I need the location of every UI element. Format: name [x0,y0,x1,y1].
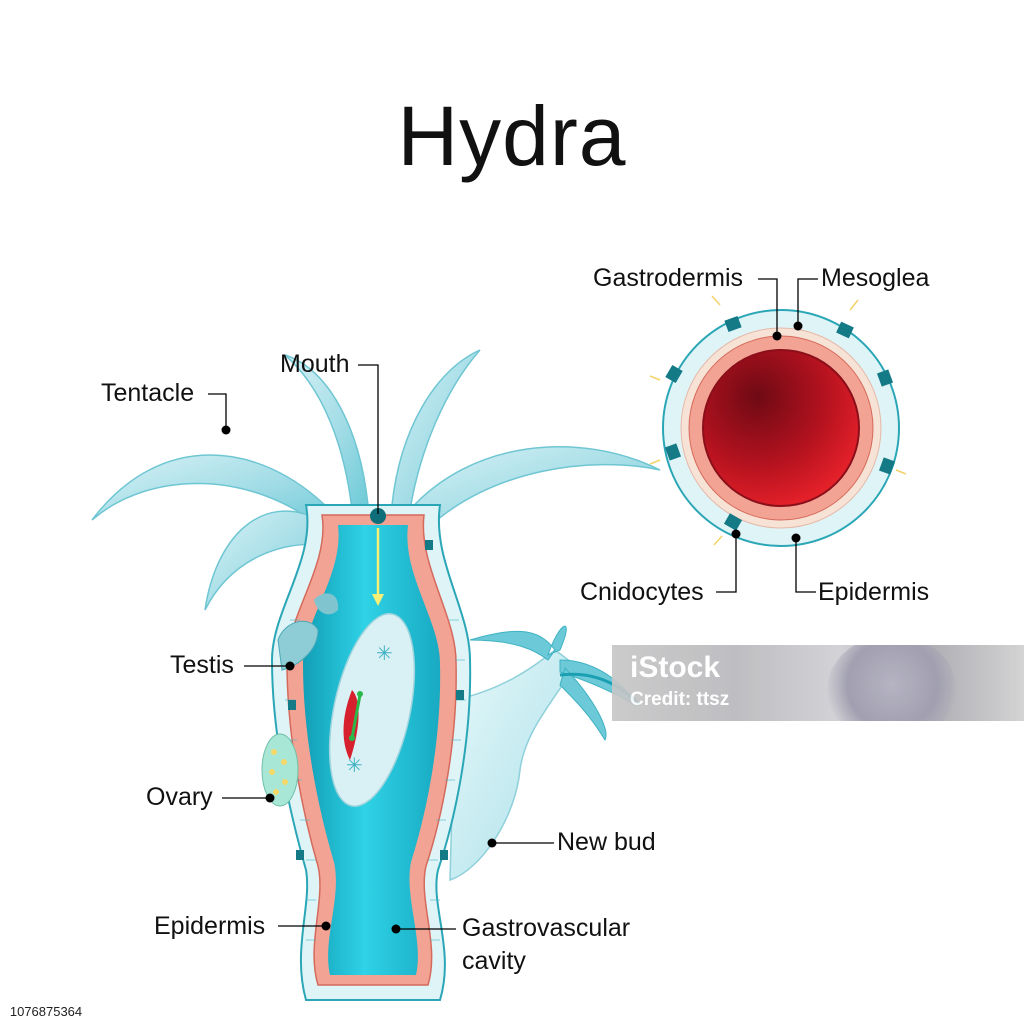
label-epidermis-section: Epidermis [818,578,930,606]
label-cavity: cavity [462,947,526,975]
tentacle-left-lower [204,510,327,611]
new-bud [449,625,642,882]
label-testis: Testis [170,651,234,679]
svg-text:✳: ✳ [346,753,363,777]
label-new-bud: New bud [557,828,656,856]
leader-lines [208,278,818,930]
label-tentacle: Tentacle [101,379,195,407]
watermark: iStock Credit: ttsz [612,645,1024,721]
label-epidermis-body: Epidermis [154,912,266,940]
label-gastrodermis: Gastrodermis [593,264,744,292]
page-title: Hydra [397,89,627,183]
watermark-brand: iStock [630,651,721,684]
watermark-credit: Credit: ttsz [630,689,730,710]
tentacles [91,349,661,611]
prey [328,613,416,807]
watermark-graphic [827,645,957,721]
svg-text:✳: ✳ [376,641,393,665]
label-cnidocytes: Cnidocytes [580,578,704,606]
section-core [702,349,860,507]
tentacle-left [91,454,331,530]
cross-section [649,295,907,547]
image-id: 1076875364 [0,1000,92,1024]
hydra-body: ✳ ✳ [261,504,472,1001]
tentacle-center-left [284,354,369,511]
label-mesoglea: Mesoglea [821,264,930,292]
tentacle-right [406,445,661,529]
label-gastrovascular: Gastrovascular [462,914,631,942]
tentacle-center-right [391,349,481,511]
label-mouth: Mouth [280,350,350,378]
mouth-dot [370,508,386,524]
label-ovary: Ovary [146,783,213,811]
